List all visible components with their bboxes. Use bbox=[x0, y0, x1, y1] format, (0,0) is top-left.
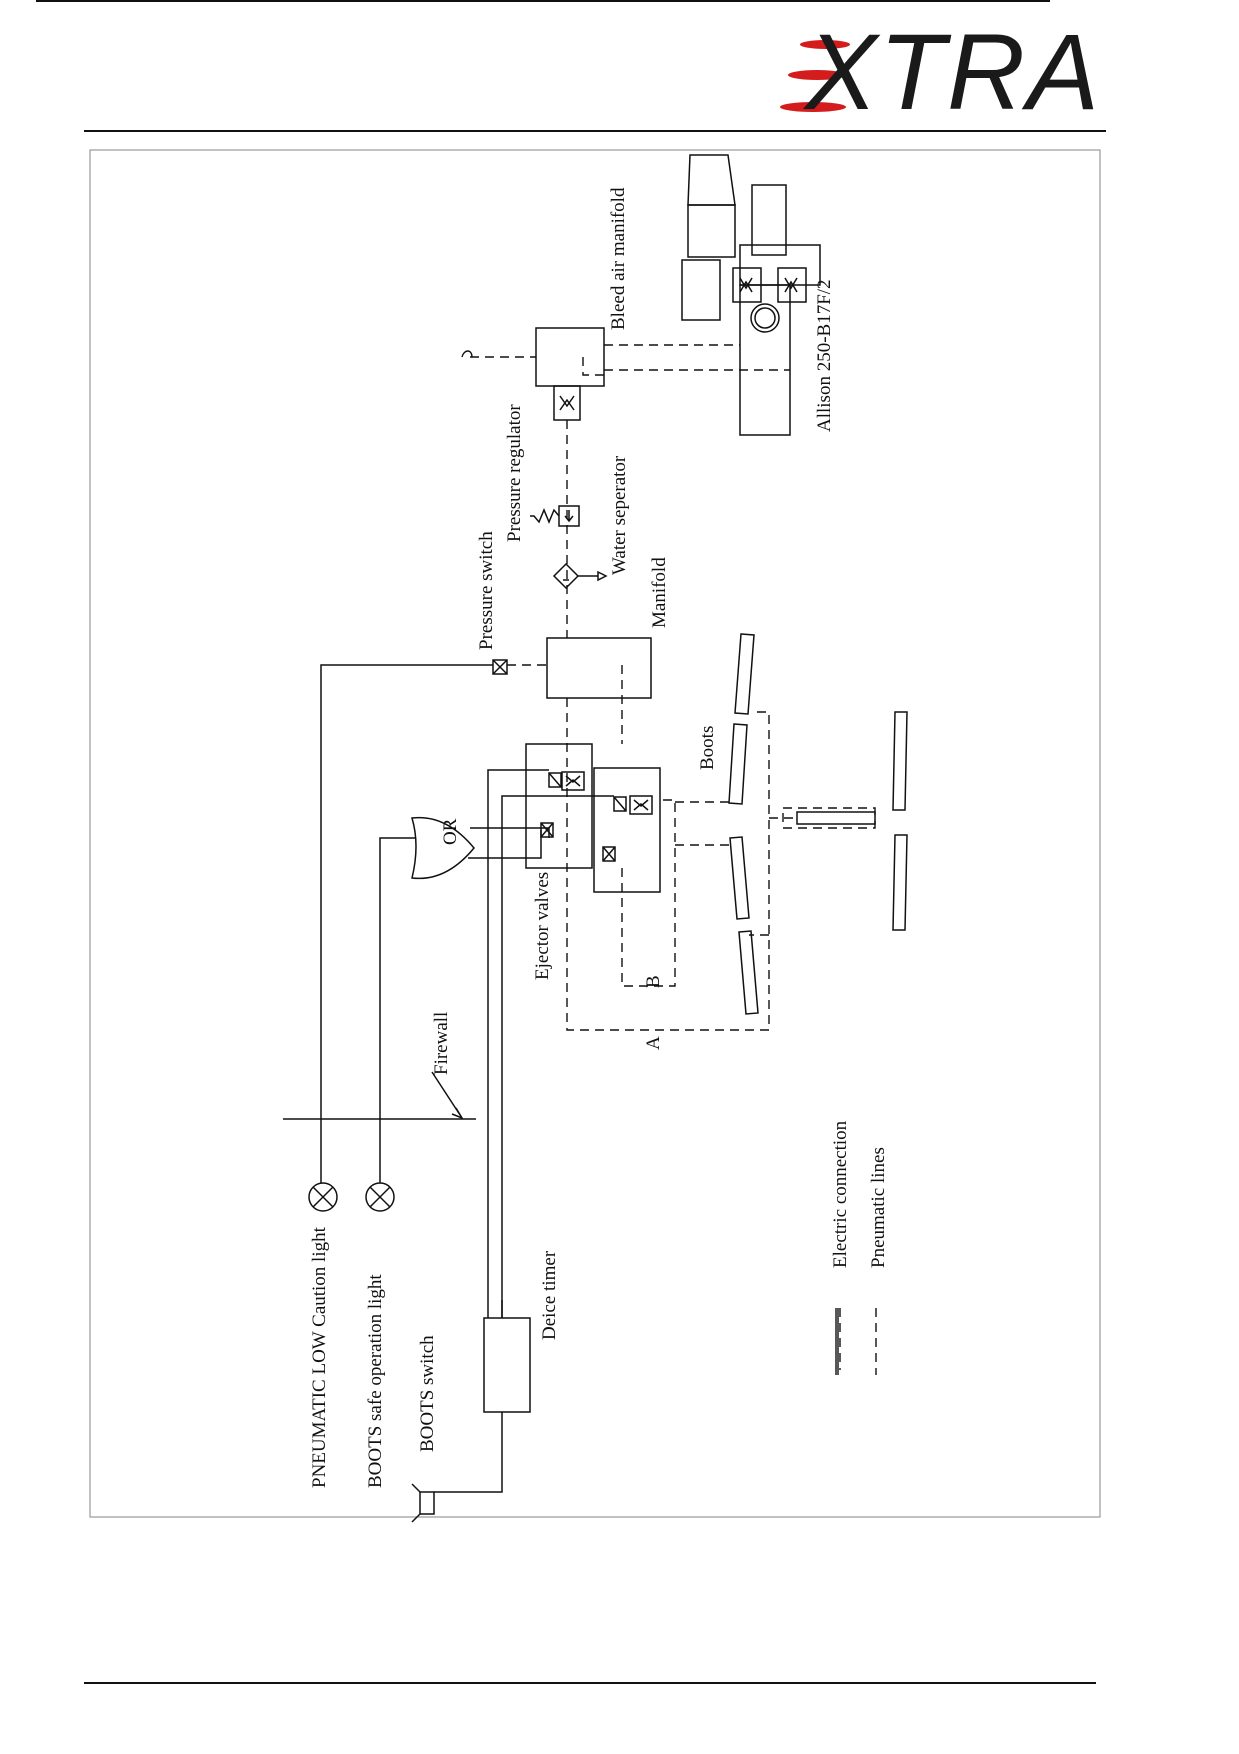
water-separator-icon bbox=[552, 562, 580, 590]
legend-pneumatic-label: Pneumatic lines bbox=[868, 1147, 889, 1268]
deice-timer-box bbox=[483, 1317, 531, 1413]
footer-rule bbox=[84, 1682, 1096, 1684]
header-bottom-rule bbox=[84, 130, 1106, 132]
or-gate-icon bbox=[411, 816, 475, 880]
boots-switch-icon bbox=[419, 1491, 435, 1515]
label-pressure-regulator: Pressure regulator bbox=[504, 404, 525, 542]
label-firewall: Firewall bbox=[431, 1012, 452, 1075]
label-ejector-valves: Ejector valves bbox=[532, 872, 553, 980]
boots-blades bbox=[728, 633, 908, 1015]
label-boots: Boots bbox=[697, 726, 718, 770]
logo-stripe-top bbox=[800, 40, 850, 49]
label-pneumatic-low-light: PNEUMATIC LOW Caution light bbox=[309, 1226, 330, 1488]
label-water-separator: Water seperator bbox=[609, 455, 630, 575]
engine-icon bbox=[681, 154, 821, 436]
logo-stripe-middle bbox=[788, 70, 846, 80]
label-deice-timer: Deice timer bbox=[539, 1250, 560, 1340]
legend-electric-label: Electric connection bbox=[830, 1120, 851, 1268]
logo-stripe-bottom bbox=[780, 102, 846, 112]
label-boots-switch: BOOTS switch bbox=[417, 1335, 438, 1452]
logo bbox=[780, 30, 1110, 130]
label-line-b: B bbox=[643, 975, 664, 988]
label-engine: Allison 250-B17F/2 bbox=[814, 279, 835, 432]
label-boots-safe-light: BOOTS safe operation light bbox=[365, 1274, 386, 1488]
logo-wordmark: XTRA bbox=[805, 11, 1102, 132]
boots-safe-light-icon bbox=[365, 1182, 395, 1212]
label-or-gate: OR bbox=[440, 818, 461, 845]
ejector-valve-b-box bbox=[593, 767, 661, 893]
bleed-air-manifold-box bbox=[535, 327, 605, 387]
label-manifold: Manifold bbox=[649, 557, 670, 628]
label-bleed-air-manifold: Bleed air manifold bbox=[608, 187, 629, 330]
ejector-valve-a-box bbox=[525, 743, 593, 869]
label-line-a: A bbox=[643, 1036, 664, 1050]
header-top-rule bbox=[36, 0, 1050, 2]
label-pressure-switch: Pressure switch bbox=[476, 531, 497, 650]
bleed-air-check-valve bbox=[553, 385, 581, 421]
diagram-frame bbox=[89, 149, 1101, 1518]
pneumatic-low-light-icon bbox=[308, 1182, 338, 1212]
manifold-box bbox=[546, 637, 652, 699]
pressure-switch-icon bbox=[492, 659, 508, 675]
